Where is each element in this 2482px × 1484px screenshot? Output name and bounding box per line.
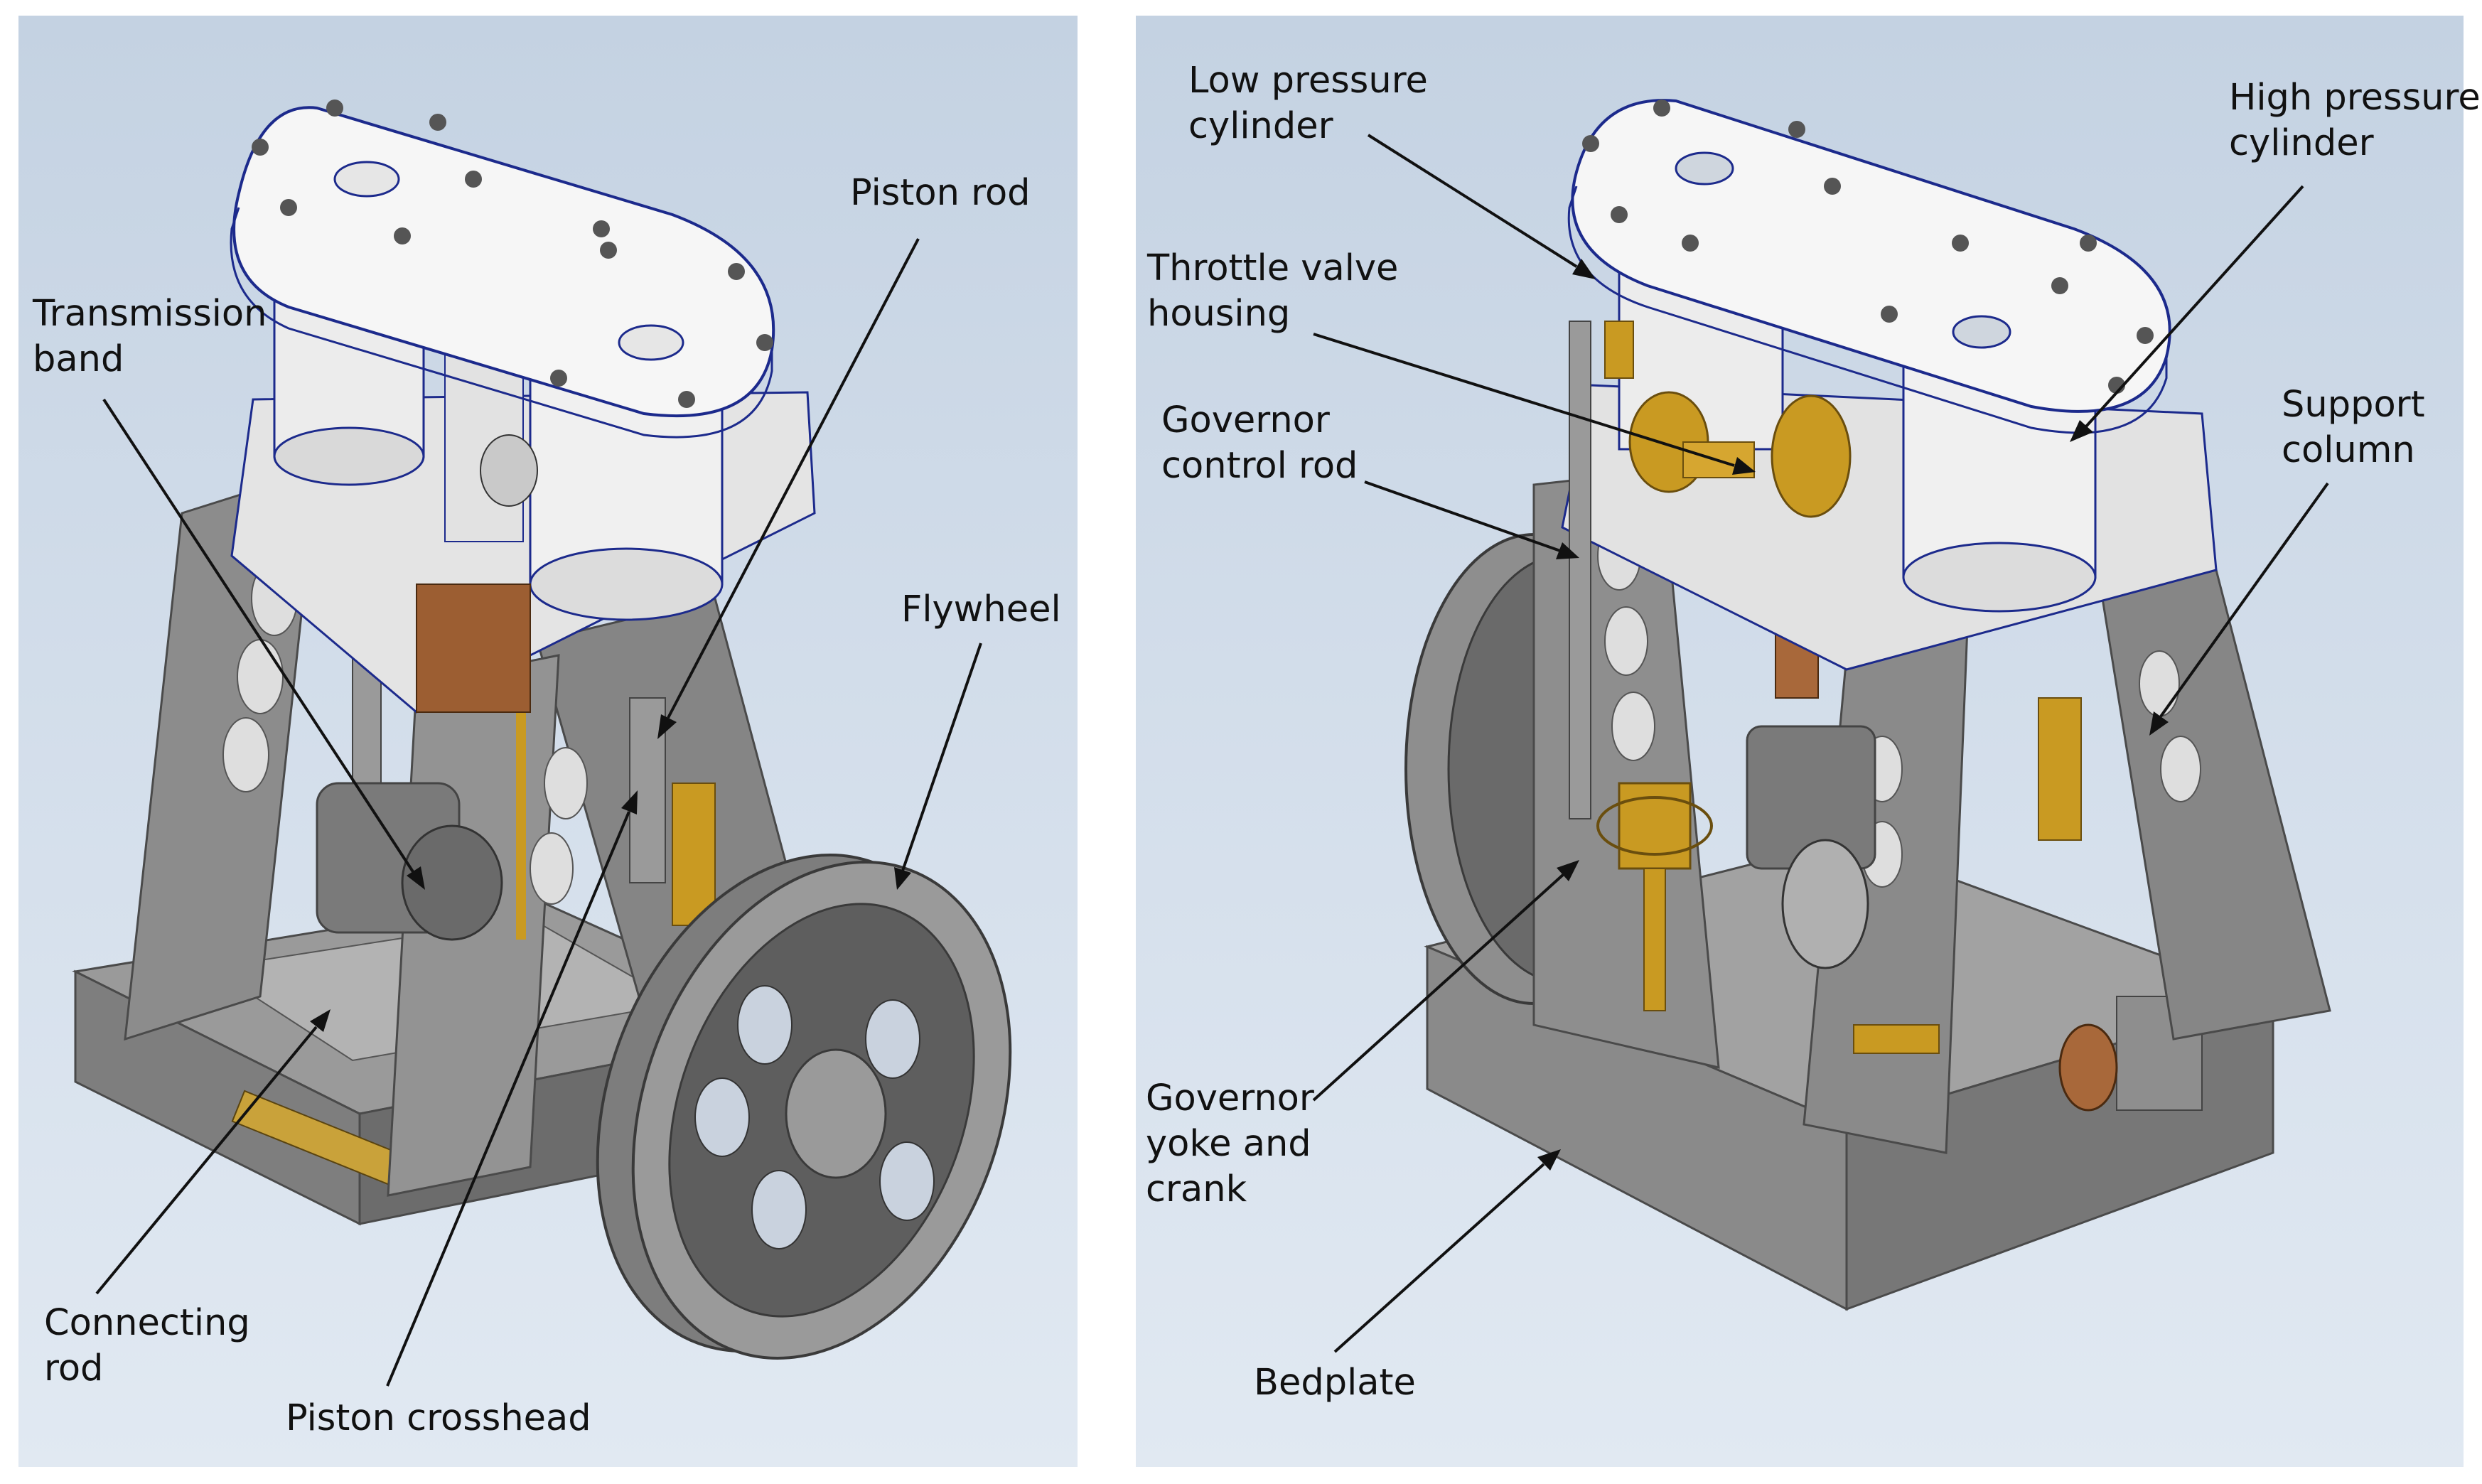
label-high-pressure-cylinder: High pressure cylinder [2229, 77, 2481, 164]
top-cover-right [1567, 99, 2171, 434]
label-low-pressure-cylinder: Low pressure cylinder [1188, 60, 1428, 147]
label-governor-control-rod: Governor control rod [1161, 399, 1358, 487]
crank-assembly-right [1746, 584, 2082, 1054]
engine-illustration-right [1404, 99, 2331, 1311]
label-bedplate: Bedplate [1254, 1362, 1416, 1404]
label-piston-rod: Piston rod [850, 172, 1031, 214]
label-transmission-band: Transmission band [33, 293, 267, 380]
right-view-panel [1136, 16, 2464, 1467]
label-throttle-valve-housing: Throttle valve housing [1147, 247, 1399, 335]
engine-illustration-left [72, 100, 1012, 1360]
label-governor-yoke-and-crank: Governor yoke and crank [1146, 1077, 1314, 1210]
flywheel-left [596, 854, 1012, 1360]
label-piston-crosshead: Piston crosshead [286, 1397, 591, 1439]
label-support-column: Support column [2282, 384, 2425, 471]
label-connecting-rod: Connecting rod [44, 1302, 250, 1389]
left-view-panel [18, 16, 1078, 1467]
label-flywheel: Flywheel [901, 588, 1061, 630]
